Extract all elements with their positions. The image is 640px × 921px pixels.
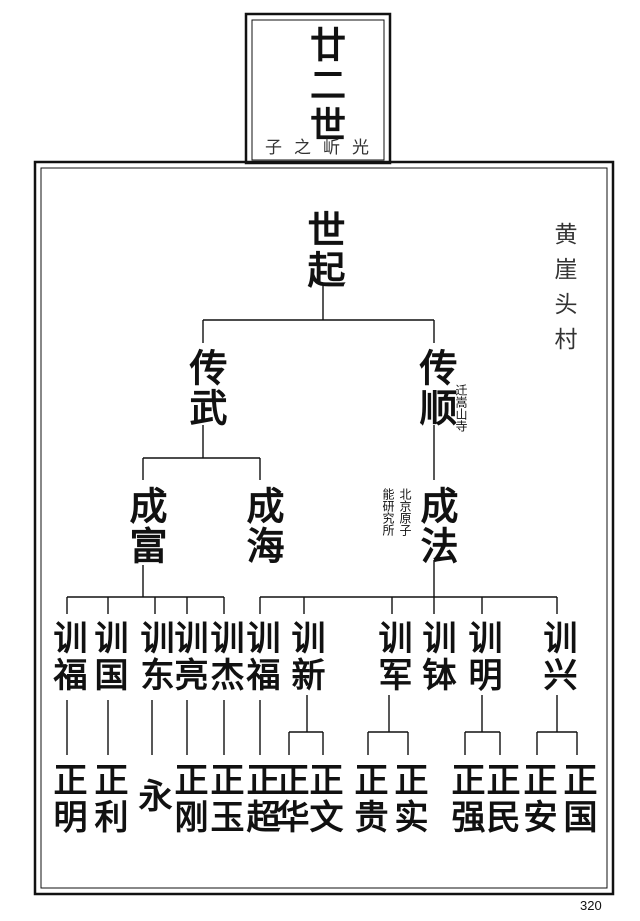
person-gen5: 正超 (240, 762, 280, 836)
workplace-note: 北京原子 (398, 488, 412, 536)
person-gen5: 正玉 (204, 762, 244, 836)
person-root: 世起 (301, 210, 346, 290)
workplace-note: 能研究所 (381, 488, 395, 536)
person-gen2: 传顺 (413, 348, 458, 428)
person-gen5: 正贵 (348, 762, 388, 836)
person-gen5: 正强 (445, 762, 485, 836)
person-gen4: 训杰 (204, 620, 244, 694)
person-gen4: 训亮 (168, 620, 208, 694)
village-label: 黄崖头村 (550, 222, 576, 362)
person-gen4: 训国 (88, 620, 128, 694)
person-gen4: 训东 (134, 620, 174, 694)
migration-note: 迁嵩山寺 (454, 384, 468, 432)
person-gen4: 训军 (372, 620, 412, 694)
person-gen5: 正安 (517, 762, 557, 836)
person-gen5: 正刚 (168, 762, 208, 836)
person-gen4: 训新 (285, 620, 325, 694)
person-gen3: 成富 (123, 486, 168, 566)
person-gen5: 正华 (269, 762, 309, 836)
person-gen4: 训福 (47, 620, 87, 694)
person-gen5: 正利 (88, 762, 128, 836)
person-gen5: 永 (132, 778, 172, 815)
generation-title: 廿二世 (304, 26, 346, 146)
person-gen5: 正文 (303, 762, 343, 836)
person-gen2: 传武 (183, 348, 228, 428)
page-number: 320 (580, 898, 602, 913)
person-gen3: 成海 (240, 486, 285, 566)
person-gen5: 正国 (557, 762, 597, 836)
generation-subtitle: 子之岓光 (265, 138, 381, 158)
person-gen4: 训福 (240, 620, 280, 694)
person-gen4: 训钵 (416, 620, 456, 694)
person-gen4: 训兴 (537, 620, 577, 694)
person-gen5: 正民 (480, 762, 520, 836)
person-gen5: 正实 (388, 762, 428, 836)
person-gen4: 训明 (462, 620, 502, 694)
person-gen5: 正明 (47, 762, 87, 836)
person-gen3: 成法 (414, 486, 459, 566)
